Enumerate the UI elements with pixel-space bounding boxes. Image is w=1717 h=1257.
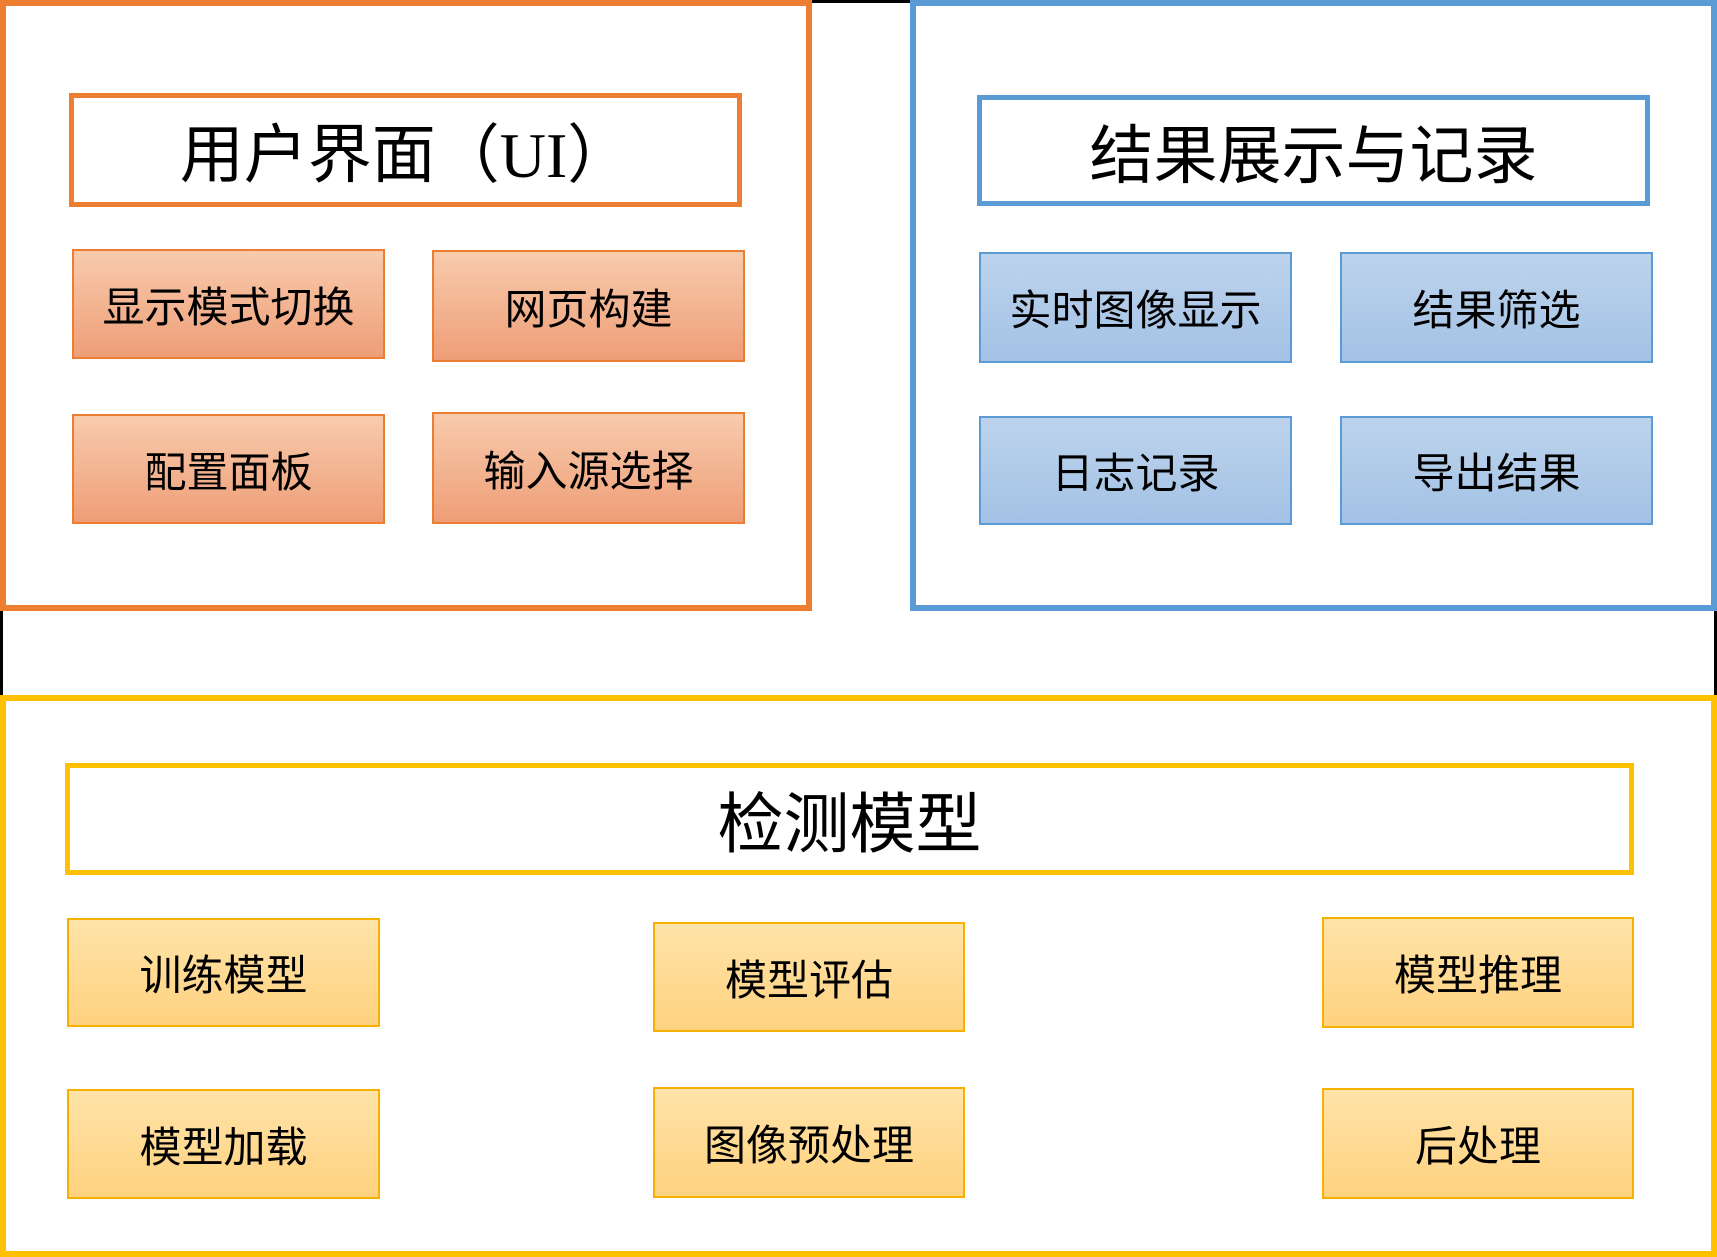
model-section-title: 检测模型 <box>65 763 1634 875</box>
item-result-filter: 结果筛选 <box>1340 252 1653 363</box>
item-train-model: 训练模型 <box>67 918 380 1027</box>
item-realtime-image-display: 实时图像显示 <box>979 252 1292 363</box>
item-display-mode-switch: 显示模式切换 <box>72 249 385 359</box>
item-input-source-select: 输入源选择 <box>432 412 745 524</box>
item-web-page-build: 网页构建 <box>432 250 745 362</box>
item-model-load: 模型加载 <box>67 1089 380 1199</box>
item-model-inference: 模型推理 <box>1322 917 1634 1028</box>
item-model-evaluation: 模型评估 <box>653 922 965 1032</box>
ui-section-title: 用户界面（UI） <box>69 93 742 207</box>
results-section-title: 结果展示与记录 <box>977 95 1650 206</box>
item-config-panel: 配置面板 <box>72 414 385 524</box>
item-log-record: 日志记录 <box>979 416 1292 525</box>
item-image-preprocess: 图像预处理 <box>653 1087 965 1198</box>
item-postprocess: 后处理 <box>1322 1088 1634 1199</box>
item-export-results: 导出结果 <box>1340 416 1653 525</box>
